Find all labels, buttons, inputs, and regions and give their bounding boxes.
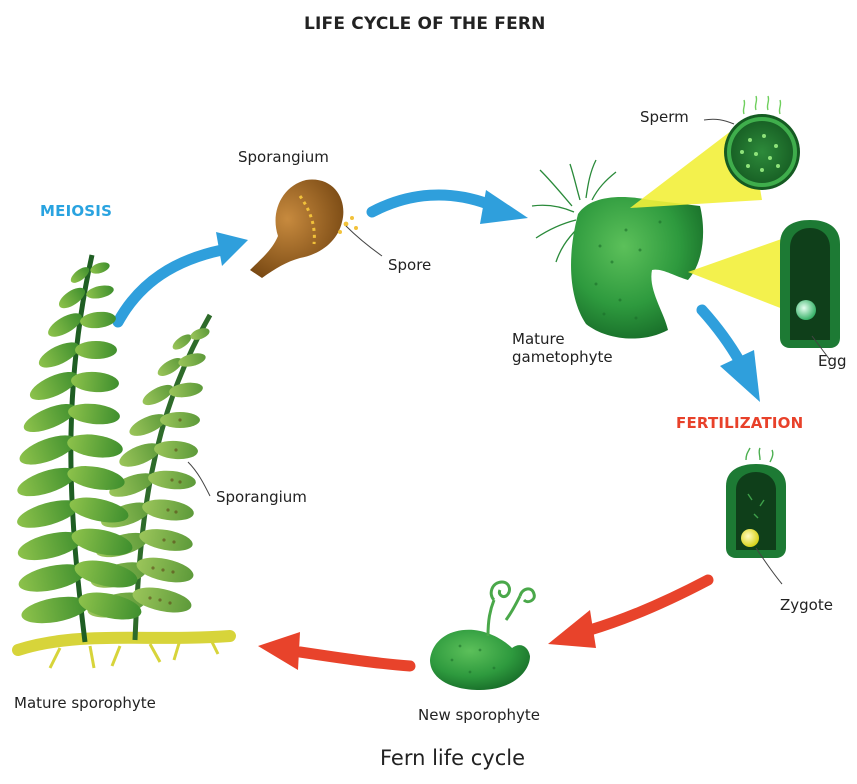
spore-label: Spore	[388, 256, 431, 274]
meiosis-arrow	[118, 232, 248, 322]
sperm-cell-icon	[724, 96, 800, 190]
sporangium-icon	[250, 180, 358, 278]
sperm-leader	[704, 119, 734, 124]
sperm-label: Sperm	[640, 108, 689, 126]
page-title: LIFE CYCLE OF THE FERN	[304, 14, 546, 34]
gametophyte-label-line2: gametophyte	[512, 348, 613, 366]
gametophyte-to-fertilization-arrow	[702, 310, 760, 402]
sporangium-frond-label: Sporangium	[216, 488, 307, 506]
meiosis-stage-label: MEIOSIS	[40, 202, 112, 220]
spore-to-gametophyte-arrow	[372, 190, 528, 224]
zygote-label: Zygote	[780, 596, 833, 614]
egg-label: Egg	[818, 352, 847, 370]
sporangium-top-label: Sporangium	[238, 148, 329, 166]
egg-cell-icon	[780, 220, 840, 348]
diagram-caption: Fern life cycle	[380, 746, 525, 770]
fertilization-stage-label: FERTILIZATION	[676, 414, 803, 432]
new-to-mature-sporophyte-arrow	[258, 632, 410, 670]
spore-leader	[346, 226, 382, 256]
zygote-to-new-sporophyte-arrow	[548, 580, 708, 648]
zygote-icon	[726, 448, 786, 558]
new-sporophyte-icon	[430, 582, 534, 690]
new-sporophyte-label: New sporophyte	[418, 706, 540, 724]
mature-sporophyte-label: Mature sporophyte	[14, 694, 156, 712]
gametophyte-label-line1: Mature	[512, 330, 565, 348]
